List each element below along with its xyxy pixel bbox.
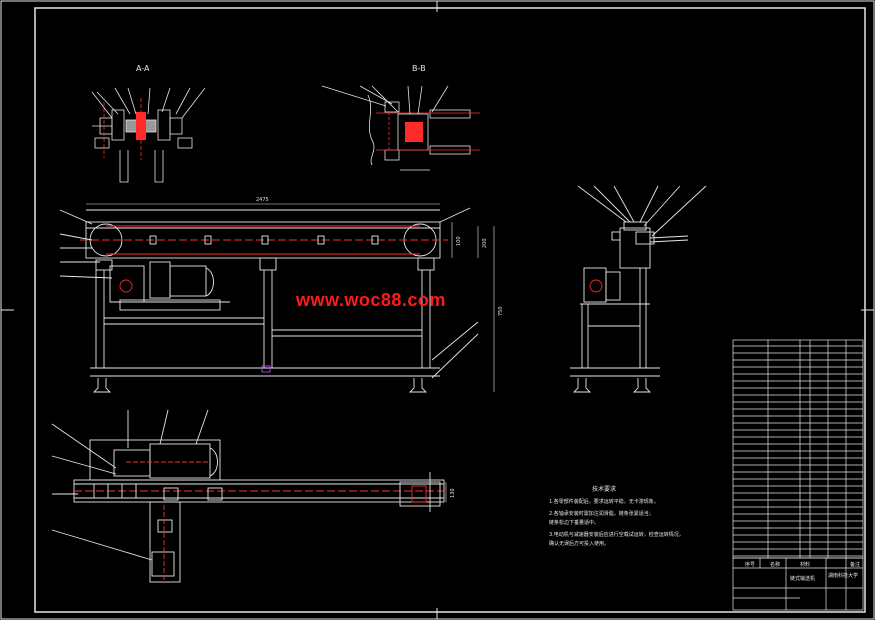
col-name: 名称 <box>770 562 781 568</box>
plan-view <box>51 409 448 583</box>
title-block <box>732 557 864 611</box>
section-a-a <box>91 87 206 183</box>
parts-list <box>732 339 864 559</box>
tech-note-2b: 链条松边下垂量适中。 <box>549 520 600 526</box>
col-seq: 序号 <box>745 562 756 568</box>
tech-note-3b: 确认无误后方可投入使用。 <box>549 541 610 547</box>
tech-note-3: 3.电动机与减速器安装后应进行空载试运转，检查运转情况， <box>549 532 684 538</box>
dim-v2: 200 <box>482 238 488 248</box>
col-remark: 备注 <box>850 562 861 568</box>
school-name: 湖南科技大学 <box>828 573 859 579</box>
front-view <box>59 203 495 393</box>
section-b-label: B-B <box>412 64 426 73</box>
col-material: 材料 <box>800 562 811 568</box>
dim-v1: 100 <box>456 236 462 246</box>
tech-note-2: 2.各轴承安装时需加注润滑脂，链条张紧适当； <box>549 511 654 517</box>
dim-length: 2475 <box>256 197 269 203</box>
watermark: www.woc88.com <box>296 290 446 310</box>
dim-height: 750 <box>498 306 504 316</box>
section-b-b <box>321 85 480 171</box>
tech-notes-title: 技术要求 <box>592 486 617 493</box>
product-name: 链式输送机 <box>790 576 816 582</box>
side-view <box>570 185 707 393</box>
section-a-label: A-A <box>136 64 150 73</box>
tech-note-1: 1.各零部件装配后，要求运转平稳，无卡滞现象。 <box>549 499 659 505</box>
dim-v3: 130 <box>450 488 456 498</box>
